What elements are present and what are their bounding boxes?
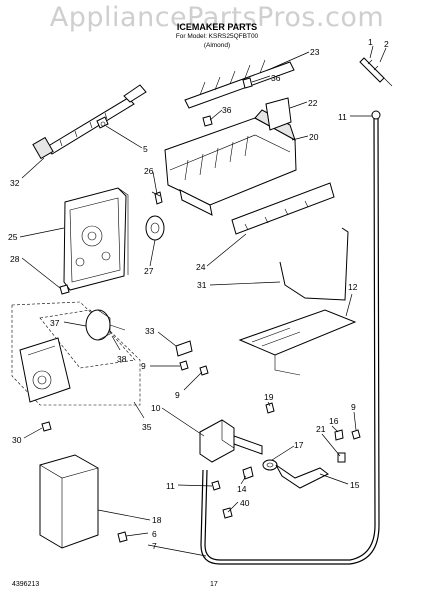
callout-35: 35 [142, 422, 152, 432]
screw-9-a [179, 360, 189, 371]
callout-18: 18 [152, 515, 162, 525]
module-housing-part [63, 187, 129, 291]
screw-30-part [41, 421, 52, 432]
callout-5: 5 [143, 144, 148, 154]
stripper-part [231, 182, 335, 235]
cover-part [265, 97, 292, 131]
fitting-part [262, 459, 278, 471]
callout-37: 37 [50, 318, 60, 328]
screw-36-upper [242, 77, 253, 89]
module-dashed-box [11, 301, 141, 406]
callout-16: 16 [329, 416, 339, 426]
color-label: (Almond) [203, 42, 231, 49]
screw-11-lower [211, 480, 221, 491]
callout-1: 1 [368, 37, 373, 47]
ejector-part [184, 59, 295, 109]
callout-22: 22 [308, 98, 318, 108]
watermark: AppliancePartsPros.com [49, 2, 385, 33]
callout-9-c: 9 [351, 402, 356, 412]
screw-6-part [117, 531, 128, 543]
callout-25: 25 [8, 232, 18, 242]
callout-2: 2 [384, 39, 389, 49]
callout-11-lower: 11 [166, 481, 175, 491]
callout-32: 32 [10, 178, 20, 188]
callout-7: 7 [152, 541, 157, 551]
control-plate-part [19, 337, 71, 403]
page-title: ICEMAKER PARTS [176, 22, 258, 32]
callout-15: 15 [350, 480, 360, 490]
callout-24: 24 [196, 262, 206, 272]
shutoff-arm-part [279, 227, 349, 301]
model-label: For Model: KSRS25QFBT00 [175, 33, 259, 40]
callout-17: 17 [294, 440, 304, 450]
screw-26-part [154, 191, 163, 205]
callout-31: 31 [197, 280, 207, 290]
callout-6: 6 [152, 529, 157, 539]
callout-11-upper: 11 [338, 112, 347, 122]
fill-tube-top-part [359, 57, 393, 120]
callout-19: 19 [264, 392, 274, 402]
nut-16-part [334, 429, 344, 441]
front-cover-part [39, 454, 99, 549]
callout-12: 12 [348, 282, 358, 292]
callout-30: 30 [12, 435, 22, 445]
bracket-part [238, 309, 357, 376]
callout-38: 38 [117, 354, 127, 364]
motor-part [85, 309, 126, 341]
callout-36-lower: 36 [222, 105, 232, 115]
callout-20: 20 [309, 132, 319, 142]
callout-10: 10 [151, 403, 161, 413]
callout-9-a: 9 [141, 361, 146, 371]
screw-19-part [265, 402, 275, 414]
callout-9-b: 9 [175, 390, 180, 400]
screw-36-lower [202, 115, 213, 127]
callout-26: 26 [144, 166, 154, 176]
callout-36-upper: 36 [271, 73, 281, 83]
inlet-tube-part [275, 464, 329, 489]
cam-part [145, 215, 165, 241]
document-number: 4396213 [12, 581, 40, 588]
sleeve-21-part [337, 452, 346, 463]
water-valve-part [199, 419, 263, 463]
callout-23: 23 [310, 47, 320, 57]
fill-tube-part [32, 84, 147, 160]
leader-lines [19, 45, 387, 557]
page-number: 17 [210, 581, 218, 588]
switch-part [175, 340, 193, 357]
callout-21: 21 [316, 424, 326, 434]
screw-9-b [199, 365, 209, 376]
callout-14: 14 [237, 484, 247, 494]
water-line-part [200, 117, 380, 565]
nut-14-part [242, 466, 254, 480]
callout-labels: 1 2 11 23 36 36 22 20 5 32 26 25 27 24 2… [8, 37, 389, 551]
clamp-part [96, 116, 109, 129]
callout-27: 27 [144, 266, 154, 276]
screw-9-c [351, 429, 361, 440]
callout-28: 28 [10, 254, 20, 264]
screw-28-part [59, 284, 70, 295]
callout-33: 33 [145, 326, 155, 336]
callout-40: 40 [240, 498, 250, 508]
